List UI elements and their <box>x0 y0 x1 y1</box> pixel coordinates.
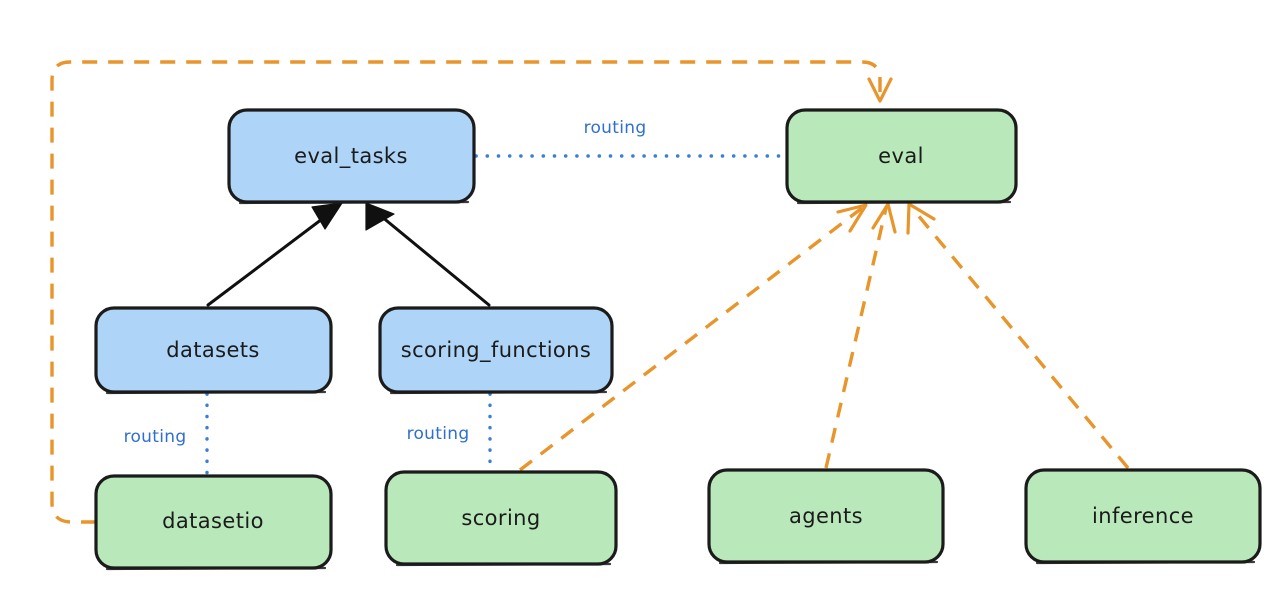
node-eval_tasks[interactable]: eval_tasks <box>227 108 476 205</box>
node-eval-label: eval <box>878 144 924 168</box>
edge-inference-to-eval[interactable] <box>906 202 1130 470</box>
node-eval[interactable]: eval <box>785 108 1018 205</box>
node-scoring-label: scoring <box>461 506 540 530</box>
node-inference[interactable]: inference <box>1024 468 1262 565</box>
edge-datasets-to-eval_tasks-path <box>206 205 340 307</box>
node-scoring_functions[interactable]: scoring_functions <box>378 306 614 395</box>
edge-datasetio-to-eval-arrowhead <box>867 77 893 103</box>
edge-datasetio-to-eval[interactable] <box>50 60 893 524</box>
routing-edges-group <box>205 154 787 476</box>
node-scoring_functions-label: scoring_functions <box>401 338 591 363</box>
edge-inference-to-eval-arrowhead <box>906 202 936 235</box>
node-agents-sketch-underline <box>718 560 939 565</box>
edge-scoring_functions-to-eval_tasks-path <box>368 205 491 307</box>
node-scoring_functions-sketch-underline <box>389 390 608 395</box>
node-eval_tasks-sketch-underline <box>238 200 470 205</box>
node-eval_tasks-label: eval_tasks <box>294 144 408 169</box>
edge-agents-to-eval-arrowhead <box>871 202 897 234</box>
solid-edges-group <box>206 202 491 307</box>
node-datasetio-sketch-underline <box>105 566 327 571</box>
edge-datasets-to-eval_tasks[interactable] <box>206 202 343 307</box>
edge-label-routing-eval_tasks-eval: routing <box>584 118 647 138</box>
node-datasetio[interactable]: datasetio <box>94 474 333 571</box>
node-inference-sketch-underline <box>1035 560 1256 565</box>
edge-datasets-to-eval_tasks-arrowhead <box>311 202 343 230</box>
node-scoring[interactable]: scoring <box>384 470 618 567</box>
edge-label-routing-datasets-datasetio: routing <box>124 427 187 447</box>
dependency-edges-group <box>50 60 1130 524</box>
edge-scoring-to-eval-arrowhead <box>836 203 868 233</box>
edge-scoring-to-eval[interactable] <box>518 203 868 472</box>
edge-label-routing-scoring_functions-scoring: routing <box>407 424 470 444</box>
node-datasets-sketch-underline <box>105 390 327 395</box>
edge-scoring_functions-to-eval_tasks-arrowhead <box>365 202 395 231</box>
node-datasets-label: datasets <box>166 338 260 362</box>
node-agents-label: agents <box>789 504 863 528</box>
edge-datasetio-to-eval-path <box>50 60 882 524</box>
node-datasets[interactable]: datasets <box>94 306 333 395</box>
node-agents[interactable]: agents <box>707 468 945 565</box>
edge-inference-to-eval-path <box>910 206 1130 470</box>
edge-agents-to-eval-path <box>824 207 888 469</box>
node-eval-sketch-underline <box>796 200 1012 205</box>
edge-labels-group: routing routing routing <box>124 118 647 447</box>
node-inference-label: inference <box>1092 504 1194 528</box>
edge-scoring-to-eval-path <box>518 206 864 472</box>
edge-scoring_functions-to-eval_tasks[interactable] <box>365 202 491 307</box>
node-scoring-sketch-underline <box>395 562 612 567</box>
node-datasetio-label: datasetio <box>162 509 264 533</box>
edge-agents-to-eval[interactable] <box>824 202 897 469</box>
